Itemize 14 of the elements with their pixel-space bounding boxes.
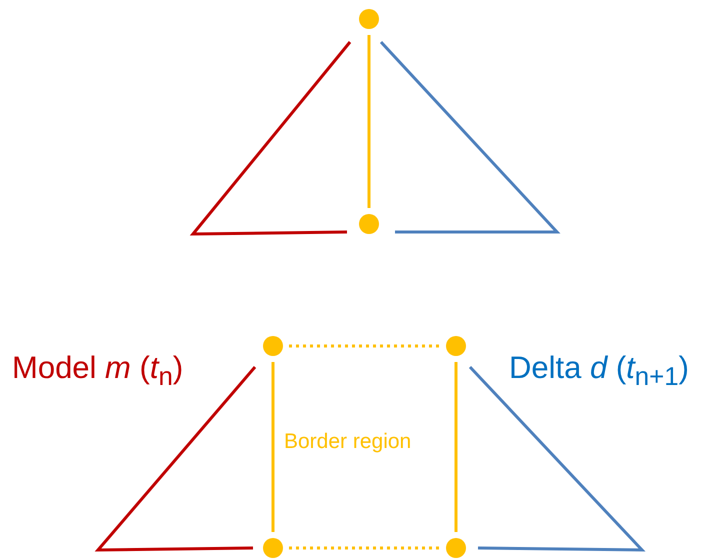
connector-line [272, 362, 274, 532]
region-label: Border region [284, 430, 412, 454]
dot [263, 336, 283, 356]
connector-line [454, 362, 458, 532]
dotted-line [289, 546, 440, 550]
dot [359, 9, 379, 29]
delta-label: Delta d (t$_{n+1}$) [509, 351, 689, 392]
connector-line [368, 35, 370, 208]
dot [359, 214, 379, 234]
dot [446, 336, 466, 356]
model-label: Model m (t$_{n}$) [12, 351, 184, 392]
dot [446, 538, 466, 558]
dot [263, 538, 283, 558]
dotted-line [289, 344, 440, 348]
